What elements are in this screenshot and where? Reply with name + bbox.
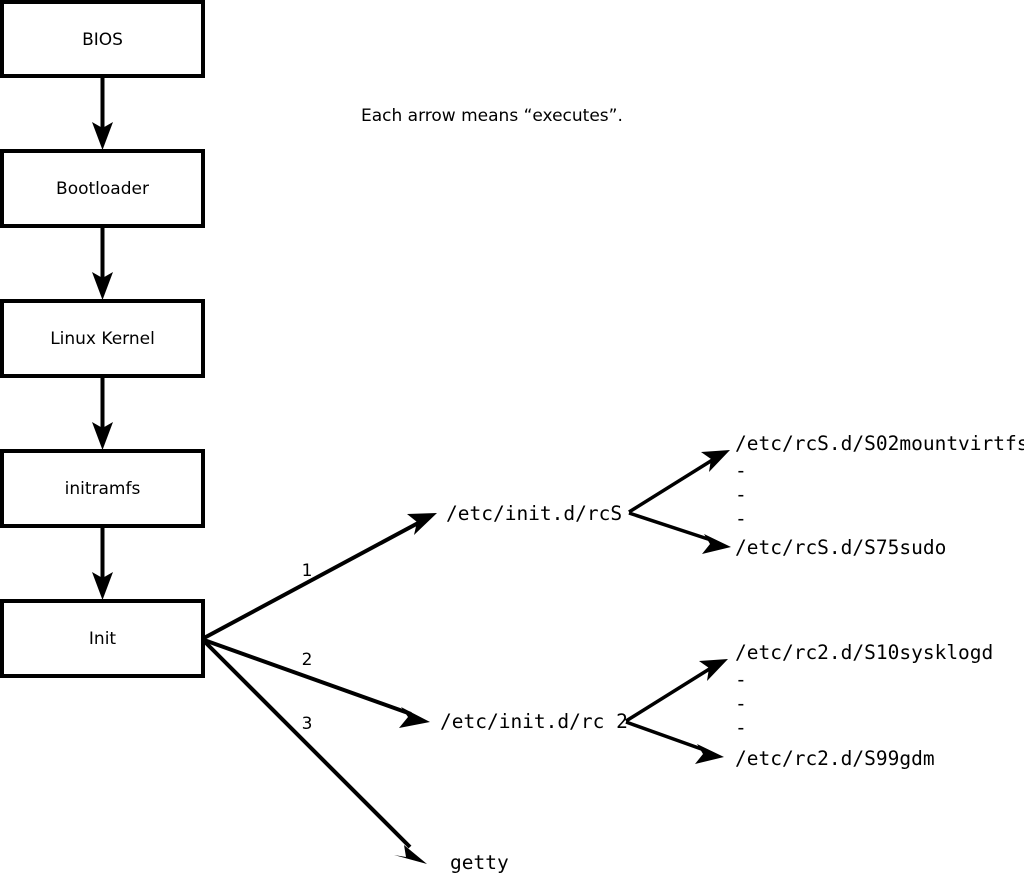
node-bios-label: BIOS <box>82 30 123 50</box>
rc2-ellipsis-dash-3: - <box>735 716 747 739</box>
arrow-rc2-to-s10sysklogd <box>625 659 728 723</box>
arrowhead-icon <box>92 572 113 600</box>
arrow-rc2-to-s99gdm <box>625 720 724 764</box>
arrow-init-to-getty <box>202 639 427 864</box>
node-initramfs[interactable]: initramfs <box>0 449 205 528</box>
rcs-ellipsis-dash-3: - <box>735 507 747 530</box>
rcs-ellipsis-dash-2: - <box>735 483 747 506</box>
arrowhead-icon <box>702 534 731 554</box>
label-rc2-last-script: /etc/rc2.d/S99gdm <box>735 747 935 770</box>
label-init-d-rcs: /etc/init.d/rcS <box>446 502 622 525</box>
edge-label-3: 3 <box>302 714 313 734</box>
node-bootloader-rect <box>0 149 205 228</box>
label-rcs-last-script: /etc/rcS.d/S75sudo <box>735 536 946 559</box>
edge-label-2: 2 <box>302 650 313 670</box>
arrowhead-icon <box>699 659 728 681</box>
node-init[interactable]: Init <box>0 599 205 678</box>
node-kernel-rect <box>0 299 205 378</box>
arrowhead-icon <box>695 744 724 764</box>
arrow-bios-to-bootloader <box>92 76 113 150</box>
arrow-init-to-rc2 <box>203 638 430 728</box>
arrowhead-icon <box>701 450 730 472</box>
label-rcs-first-script: /etc/rcS.d/S02mountvirtfs <box>735 432 1024 455</box>
edge-label-1: 1 <box>302 561 313 581</box>
diagram-caption: Each arrow means “executes”. <box>361 106 623 126</box>
node-bios[interactable]: BIOS <box>0 0 205 78</box>
node-kernel-label: Linux Kernel <box>50 329 155 349</box>
node-bootloader[interactable]: Bootloader <box>0 149 205 228</box>
arrowhead-icon <box>92 122 113 150</box>
rcs-ellipsis-dash-1: - <box>735 459 747 482</box>
arrowhead-icon <box>407 513 437 535</box>
label-init-d-rc2: /etc/init.d/rc 2 <box>440 710 628 733</box>
node-kernel[interactable]: Linux Kernel <box>0 299 205 378</box>
node-initramfs-label: initramfs <box>65 479 141 499</box>
arrowhead-icon <box>92 422 113 450</box>
node-bios-rect <box>0 0 205 78</box>
arrowhead-icon <box>92 272 113 300</box>
arrow-rcs-to-s02mountvirtfs <box>628 450 730 514</box>
node-init-label: Init <box>89 629 117 649</box>
label-rc2-first-script: /etc/rc2.d/S10sysklogd <box>735 641 993 664</box>
arrowhead-icon <box>399 707 430 728</box>
arrow-bootloader-to-kernel <box>92 226 113 300</box>
arrow-init-to-rcs <box>203 513 437 640</box>
node-bootloader-label: Bootloader <box>56 179 149 199</box>
arrow-rcs-to-s75sudo <box>628 511 731 554</box>
arrow-kernel-to-initramfs <box>92 376 113 450</box>
arrowhead-icon <box>394 845 427 864</box>
arrow-initramfs-to-init <box>92 526 113 600</box>
node-init-rect <box>0 599 205 678</box>
label-getty: getty <box>450 851 509 874</box>
rc2-ellipsis-dash-1: - <box>735 668 747 691</box>
rc2-ellipsis-dash-2: - <box>735 692 747 715</box>
